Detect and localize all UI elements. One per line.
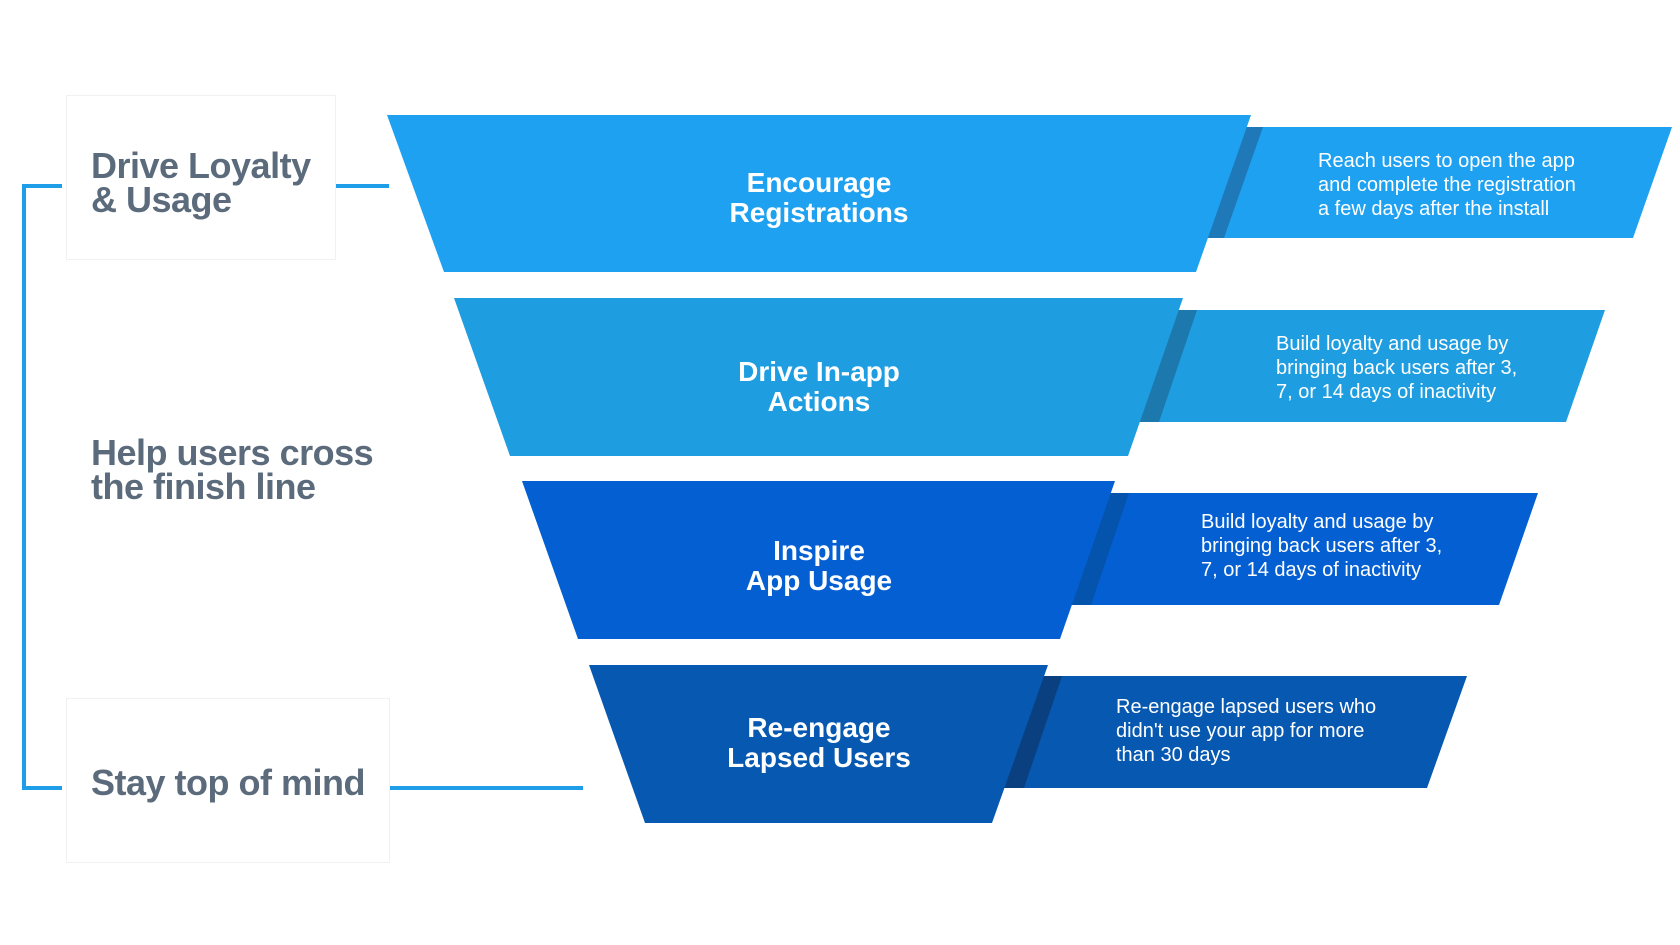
- label-drive-loyalty-line-1: Drive Loyalty: [91, 145, 311, 186]
- funnel-stage-4: [589, 665, 1467, 823]
- stage-4-description-line-3: than 30 days: [1116, 744, 1231, 766]
- stage-1-description-panel: [1224, 127, 1672, 238]
- stage-2-title-line-1: Drive In-app: [738, 356, 900, 387]
- bracket-connector: [22, 184, 583, 790]
- funnel-stage-1: [387, 115, 1672, 272]
- label-help-users-line-2: the finish line: [91, 466, 316, 507]
- stage-4-description: Re-engage lapsed users who didn't use yo…: [1116, 695, 1376, 767]
- stage-1-description-line-2: and complete the registration: [1318, 174, 1576, 196]
- stage-3-description-line-2: bringing back users after 3,: [1201, 535, 1443, 557]
- stage-4-description-line-2: didn't use your app for more: [1116, 720, 1365, 742]
- stage-2-trapezoid: [454, 298, 1183, 456]
- stage-4-title-line-2: Lapsed Users: [727, 742, 911, 773]
- stage-1-trapezoid: [387, 115, 1251, 272]
- funnel-stage-2: [454, 298, 1605, 456]
- stage-2-description-shadow: [1133, 310, 1205, 422]
- stage-2-title: Drive In-app Actions: [619, 357, 1019, 417]
- stage-3-description-line-1: Build loyalty and usage by: [1201, 511, 1434, 533]
- stage-3-description-panel: [1091, 493, 1538, 605]
- stage-3-trapezoid: [522, 481, 1115, 639]
- label-box-top-of-mind: [66, 698, 390, 863]
- stage-2-title-line-2: Actions: [767, 386, 871, 417]
- stage-2-description-line-3: 7, or 14 days of inactivity: [1276, 381, 1497, 403]
- stage-4-title: Re-engage Lapsed Users: [619, 713, 1019, 773]
- stage-4-title-line-1: Re-engage: [747, 712, 891, 743]
- stage-1-title: Encourage Registrations: [619, 168, 1019, 228]
- stage-3-description: Build loyalty and usage by bringing back…: [1201, 510, 1442, 582]
- funnel-stage-3: [522, 481, 1538, 639]
- stage-2-description: Build loyalty and usage by bringing back…: [1276, 332, 1517, 404]
- label-drive-loyalty: Drive Loyalty & Usage: [91, 145, 311, 220]
- bracket-line: [22, 184, 62, 790]
- stage-4-description-panel: [1024, 676, 1467, 788]
- label-stay-top-of-mind: Stay top of mind: [91, 762, 366, 803]
- stage-3-description-line-3: 7, or 14 days of inactivity: [1201, 559, 1422, 581]
- stage-2-description-line-2: bringing back users after 3,: [1276, 357, 1518, 379]
- stage-1-description-line-1: Reach users to open the app: [1318, 150, 1575, 172]
- label-help-users-line-1: Help users cross: [91, 432, 374, 473]
- stage-1-title-line-2: Registrations: [729, 197, 909, 228]
- stage-1-title-line-1: Encourage: [746, 167, 892, 198]
- label-help-users: Help users cross the finish line: [91, 432, 374, 507]
- stage-3-title-line-1: Inspire: [773, 535, 865, 566]
- stage-2-description-panel: [1159, 310, 1605, 422]
- stage-1-description-line-3: a few days after the install: [1318, 198, 1550, 220]
- label-drive-loyalty-line-2: & Usage: [91, 179, 232, 220]
- stage-4-trapezoid: [589, 665, 1048, 823]
- stage-4-description-line-1: Re-engage lapsed users who: [1116, 696, 1377, 718]
- label-box-loyalty: [66, 95, 336, 260]
- stage-2-description-line-1: Build loyalty and usage by: [1276, 333, 1509, 355]
- label-stay-top-of-mind-line-1: Stay top of mind: [91, 762, 366, 803]
- stage-1-description: Reach users to open the app and complete…: [1318, 149, 1576, 221]
- stage-3-title: Inspire App Usage: [619, 536, 1019, 596]
- stage-3-title-line-2: App Usage: [745, 565, 893, 596]
